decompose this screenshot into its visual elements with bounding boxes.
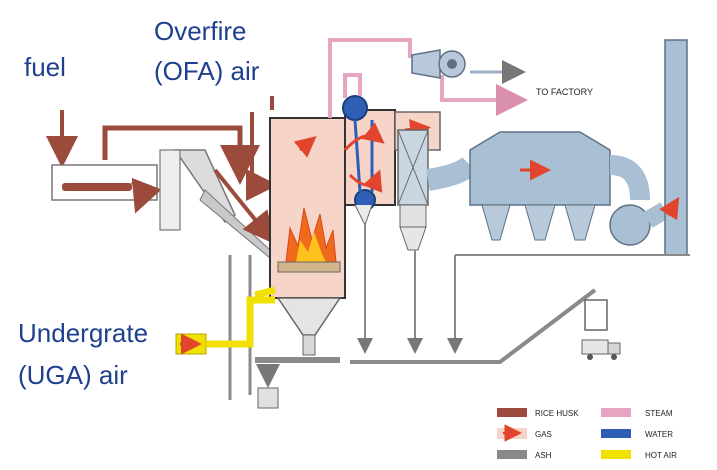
legend-gas-label: GAS xyxy=(535,430,552,439)
legend-hot-air-label: HOT AIR xyxy=(645,451,677,460)
fuel-feed xyxy=(46,110,260,214)
boiler-furnace xyxy=(269,117,346,356)
legend: RICE HUSK STEAM GAS WATER ASH HOT AIR xyxy=(497,408,677,460)
grate xyxy=(277,261,341,273)
legend-steam-label: STEAM xyxy=(645,409,673,418)
legend-rice-husk-swatch xyxy=(497,408,527,417)
ash-silo xyxy=(584,299,608,331)
legend-hot-air-swatch xyxy=(601,450,631,459)
ash-system xyxy=(228,225,690,409)
legend-steam-swatch xyxy=(601,408,631,417)
ofa-air-arrows xyxy=(246,96,278,201)
legend-water-label: WATER xyxy=(645,430,673,439)
ofa-label-line1: Overfire xyxy=(154,16,246,46)
boiler-convection xyxy=(342,95,441,227)
to-factory-label: TO FACTORY xyxy=(536,87,593,97)
uga-label-line1: Undergrate xyxy=(18,318,148,348)
precipitator xyxy=(469,131,611,241)
legend-water-swatch xyxy=(601,429,631,438)
steam-lines xyxy=(328,38,528,118)
chimney xyxy=(659,39,688,256)
legend-ash-label: ASH xyxy=(535,451,552,460)
uga-label-line2: (UGA) air xyxy=(18,360,128,390)
legend-ash-swatch xyxy=(497,450,527,459)
ash-bin xyxy=(257,387,279,409)
hot-air-supply xyxy=(175,286,276,355)
turbine-icon xyxy=(411,49,466,79)
ofa-label-line2: (OFA) air xyxy=(154,56,260,86)
legend-rice-husk-label: RICE HUSK xyxy=(535,409,579,418)
fuel-label: fuel xyxy=(24,52,66,82)
feed-chute xyxy=(159,149,276,260)
truck-icon xyxy=(581,339,621,360)
id-fan xyxy=(609,155,670,246)
steam-drum xyxy=(342,95,368,121)
gas-duct xyxy=(426,156,478,191)
air-heater xyxy=(397,129,429,251)
